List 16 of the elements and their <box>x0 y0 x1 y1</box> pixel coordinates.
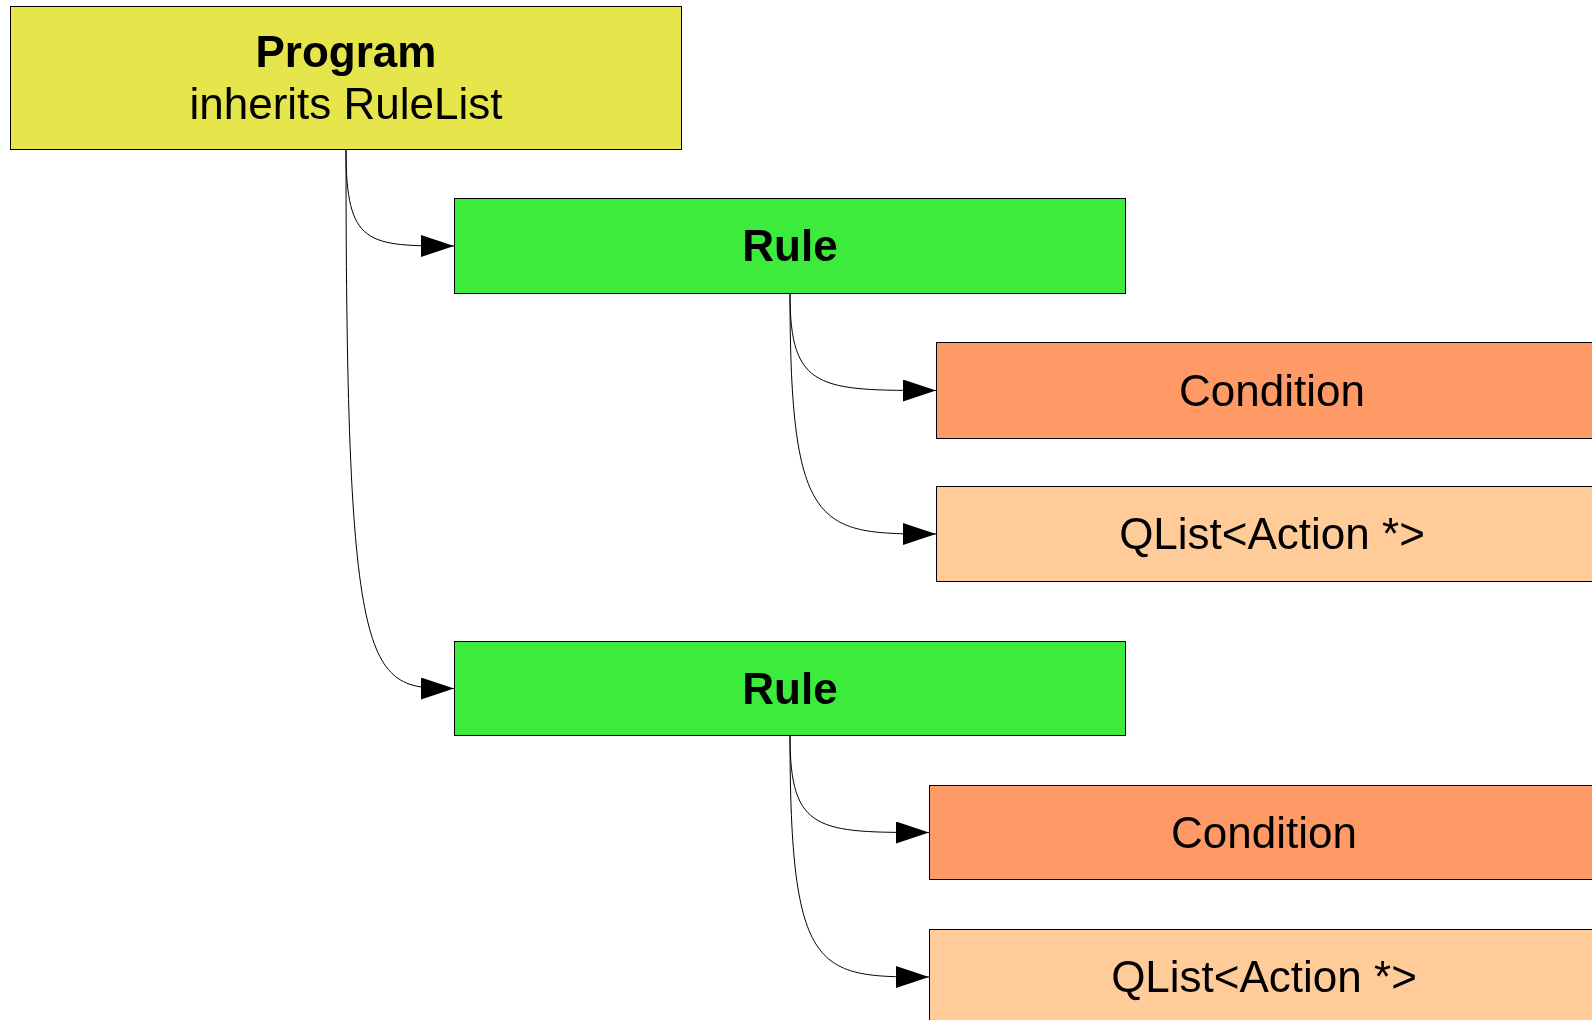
actions-box <box>936 486 1592 582</box>
box-title: Rule <box>742 220 838 272</box>
condition-box <box>936 342 1592 439</box>
box-title: Program <box>255 26 437 78</box>
arrow <box>345 149 455 699</box>
actions-box <box>929 929 1592 1020</box>
box-subtitle: inherits RuleList <box>189 78 503 130</box>
box-title: Condition <box>1171 806 1357 859</box>
program-box <box>10 6 682 150</box>
box-title: Condition <box>1179 364 1365 417</box>
condition-box <box>929 785 1592 880</box>
box-title: QList<Action *> <box>1111 951 1417 1003</box>
arrow <box>789 293 937 545</box>
arrow <box>789 735 930 988</box>
box-title: Rule <box>742 662 838 715</box>
box-title: QList<Action *> <box>1119 508 1425 560</box>
